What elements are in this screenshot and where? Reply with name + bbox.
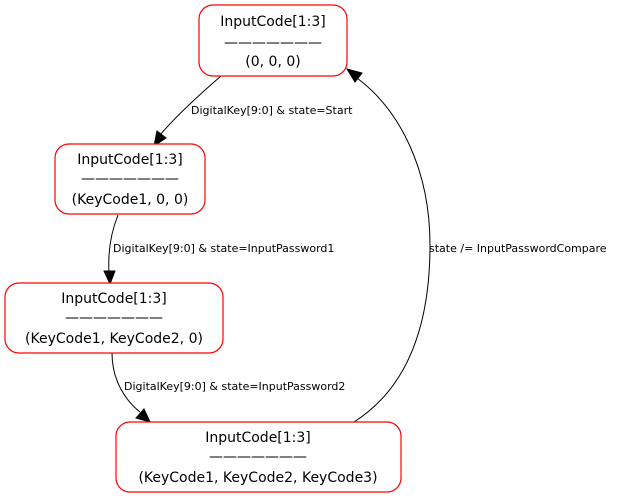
edge-label-3: state /= InputPasswordCompare [429, 242, 607, 255]
state-node-initial: InputCode[1:3] ——————— (0, 0, 0) [198, 4, 348, 77]
state-node-box-0 [198, 4, 348, 77]
state-node-value: (KeyCode1, KeyCode2, 0) [25, 331, 203, 347]
state-node-keycode3: InputCode[1:3] ——————— (KeyCode1, KeyCod… [115, 421, 402, 493]
edge-keycode1-to-keycode2: DigitalKey[9:0] & state=InputPassword1 [103, 214, 334, 286]
edge-arrowhead-1 [103, 270, 116, 286]
state-node-title: InputCode[1:3] [220, 14, 326, 30]
edge-arrowhead-3 [345, 68, 363, 83]
state-node-keycode1: InputCode[1:3] ——————— (KeyCode1, 0, 0) [54, 143, 206, 215]
state-node-title: InputCode[1:3] [61, 291, 167, 307]
edge-label-1: DigitalKey[9:0] & state=InputPassword1 [113, 242, 334, 255]
state-node-value: (0, 0, 0) [245, 54, 300, 70]
state-node-value: (KeyCode1, 0, 0) [72, 192, 189, 208]
edge-line-3 [353, 77, 431, 423]
edge-label-0: DigitalKey[9:0] & state=Start [191, 104, 353, 117]
edge-arrowhead-0 [153, 130, 167, 148]
state-node-box-1 [54, 143, 206, 215]
state-node-separator: ——————— [224, 35, 322, 51]
edge-label-2: DigitalKey[9:0] & state=InputPassword2 [124, 380, 345, 393]
edge-line-1 [108, 214, 119, 273]
edge-line-2 [111, 352, 141, 413]
edge-arrowhead-2 [135, 408, 151, 423]
state-node-separator: ——————— [209, 449, 307, 465]
state-node-separator: ——————— [65, 310, 163, 326]
state-node-box-3 [115, 421, 402, 493]
state-node-keycode2: InputCode[1:3] ——————— (KeyCode1, KeyCod… [4, 282, 224, 354]
edge-start-to-keycode1: DigitalKey[9:0] & state=Start [153, 75, 353, 148]
state-node-separator: ——————— [81, 171, 179, 187]
edge-keycode3-to-start: state /= InputPasswordCompare [345, 68, 607, 423]
edge-line-0 [159, 75, 222, 136]
state-node-title: InputCode[1:3] [205, 430, 311, 446]
state-node-title: InputCode[1:3] [77, 152, 183, 168]
state-node-value: (KeyCode1, KeyCode2, KeyCode3) [138, 470, 377, 486]
state-node-box-2 [4, 282, 224, 354]
edge-keycode2-to-keycode3: DigitalKey[9:0] & state=InputPassword2 [111, 352, 345, 423]
